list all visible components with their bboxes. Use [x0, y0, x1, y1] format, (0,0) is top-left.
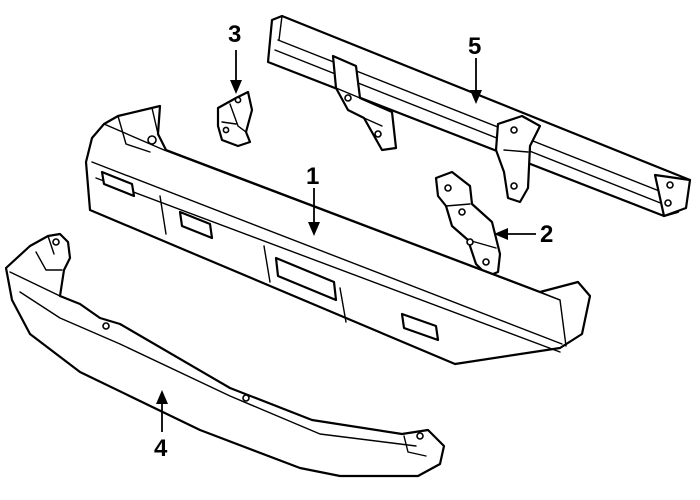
part-reinforcement-bar — [266, 14, 692, 218]
leader-1 — [308, 188, 320, 236]
callout-5: 5 — [468, 33, 481, 60]
callout-2: 2 — [540, 221, 553, 248]
part-bracket-small — [216, 90, 254, 148]
callout-3: 3 — [228, 21, 241, 48]
callout-1: 1 — [306, 163, 319, 190]
part-lower-valance — [4, 232, 446, 478]
part-bumper-face-bar — [84, 104, 592, 366]
leader-2 — [494, 228, 536, 240]
callout-4: 4 — [154, 435, 168, 462]
leader-5 — [470, 58, 482, 104]
leader-3 — [230, 50, 242, 94]
leader-4 — [156, 390, 168, 432]
